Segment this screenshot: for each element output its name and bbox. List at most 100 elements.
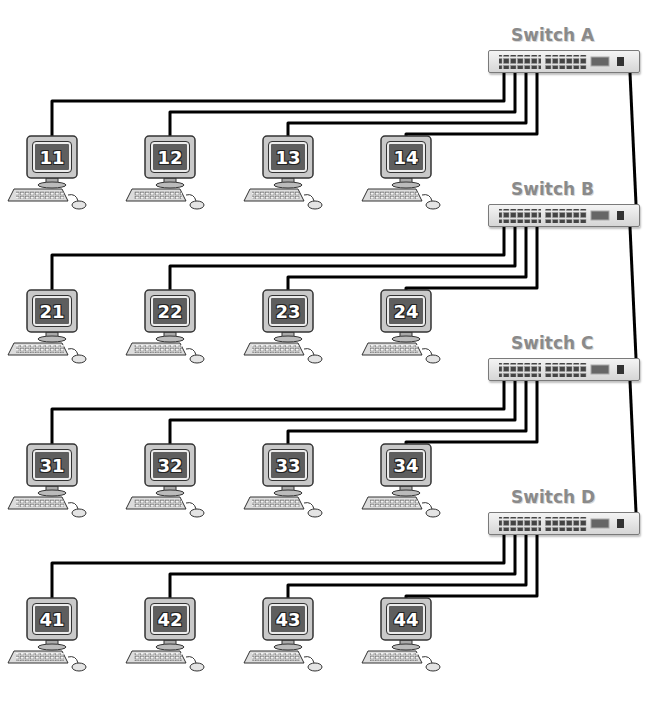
mouse-cord (68, 349, 78, 355)
mouse (72, 509, 86, 517)
keyboard-keys (16, 191, 64, 199)
mouse-cord (422, 657, 432, 663)
network-cable (406, 73, 537, 142)
mouse-cord (422, 503, 432, 509)
computer-screen: 41 (33, 604, 71, 634)
keyboard (362, 497, 422, 509)
computer-number: 34 (393, 455, 418, 476)
keyboard (244, 651, 304, 663)
port-bank (545, 517, 587, 531)
computer-illustration (244, 136, 322, 209)
computer-illustration (126, 290, 204, 363)
port-bank (499, 363, 541, 377)
monitor-frame (381, 136, 431, 178)
mouse (190, 355, 204, 363)
keyboard-keys (252, 191, 300, 199)
network-cable (52, 227, 504, 296)
keyboard-keys (252, 499, 300, 507)
mouse-cord (186, 657, 196, 663)
network-cable (630, 73, 636, 204)
network-cable (52, 73, 504, 142)
computer-illustration (244, 598, 322, 671)
network-cable (170, 381, 515, 450)
mouse (426, 663, 440, 671)
network-cable (288, 535, 526, 604)
monitor-base (38, 336, 66, 342)
monitor-frame (27, 598, 77, 640)
computer-number: 12 (157, 147, 182, 168)
computer-number: 42 (157, 609, 182, 630)
mouse (308, 509, 322, 517)
keyboard (362, 651, 422, 663)
computer-screen: 11 (33, 142, 71, 172)
mouse-cord (304, 503, 314, 509)
mouse (308, 355, 322, 363)
network-switch: Switch B (488, 204, 640, 227)
computer-number: 44 (393, 609, 418, 630)
monitor-base (156, 336, 184, 342)
computer-screen: 14 (387, 142, 425, 172)
computer-number: 32 (157, 455, 182, 476)
network-cable (288, 381, 526, 450)
mouse-cord (186, 195, 196, 201)
computer-number: 31 (39, 455, 64, 476)
mouse-cord (422, 349, 432, 355)
computer-number: 13 (275, 147, 300, 168)
monitor-frame (263, 290, 313, 332)
status-light (617, 519, 624, 528)
network-switch: Switch C (488, 358, 640, 381)
keyboard-keys (252, 653, 300, 661)
keyboard-keys (16, 345, 64, 353)
computer-illustration (8, 444, 86, 517)
computer-number: 23 (275, 301, 300, 322)
network-cable (170, 535, 515, 604)
monitor-frame (145, 444, 195, 486)
computer-screen: 12 (151, 142, 189, 172)
monitor-base (392, 644, 420, 650)
keyboard (8, 651, 68, 663)
mouse (190, 201, 204, 209)
mouse (308, 663, 322, 671)
monitor-base (156, 644, 184, 650)
monitor-frame (145, 598, 195, 640)
mouse-cord (68, 657, 78, 663)
keyboard-keys (370, 191, 418, 199)
keyboard (126, 189, 186, 201)
monitor-base (274, 644, 302, 650)
network-cable (406, 227, 537, 296)
network-cable (170, 227, 515, 296)
keyboard-keys (370, 499, 418, 507)
computer-illustration (244, 290, 322, 363)
computer-illustration (362, 598, 440, 671)
status-light (617, 365, 624, 374)
computer-screen: 43 (269, 604, 307, 634)
computer-number: 14 (393, 147, 418, 168)
uplink-port (591, 57, 609, 66)
computer-illustration (362, 290, 440, 363)
computer-illustration (362, 444, 440, 517)
keyboard (362, 189, 422, 201)
network-cable (630, 227, 636, 358)
monitor-frame (381, 444, 431, 486)
network-switch: Switch A (488, 50, 640, 73)
monitor-base (392, 490, 420, 496)
computer-number: 43 (275, 609, 300, 630)
monitor-frame (263, 136, 313, 178)
mouse (308, 201, 322, 209)
mouse (426, 355, 440, 363)
switch-ports (489, 513, 639, 534)
status-light (617, 57, 624, 66)
network-cable (52, 535, 504, 604)
switch-ports (489, 51, 639, 72)
keyboard-keys (370, 345, 418, 353)
port-bank (545, 55, 587, 69)
network-cable (406, 381, 537, 450)
keyboard-keys (16, 499, 64, 507)
computer-illustration (8, 136, 86, 209)
mouse-cord (304, 349, 314, 355)
monitor-frame (27, 444, 77, 486)
keyboard (8, 189, 68, 201)
computer-number: 22 (157, 301, 182, 322)
